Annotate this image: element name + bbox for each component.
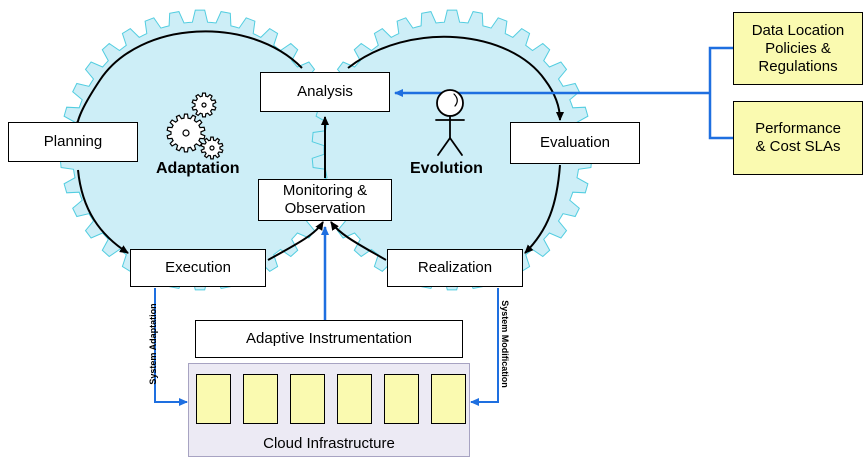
vm-box: [384, 374, 419, 424]
system-modification-label: System Modification: [500, 300, 510, 388]
evolution-cycle-arc-top: [347, 35, 564, 121]
vm-box: [243, 374, 278, 424]
adaptation-cycle-arc-top: [70, 30, 303, 131]
monitoring-label: Monitoring & Observation: [282, 182, 368, 217]
planning-label: Planning: [43, 133, 103, 150]
cloud-infrastructure-label: Cloud Infrastructure: [263, 435, 395, 452]
realization-to-cloud-arrow: [470, 288, 499, 406]
data-location-policies-box: Data Location Policies & Regulations: [733, 12, 863, 85]
vm-box: [337, 374, 372, 424]
realization-box: Realization: [387, 249, 523, 287]
evolution-label: Evolution: [410, 160, 483, 177]
evolution-cycle-arc-left: [330, 221, 387, 261]
execution-to-cloud-arrow: [154, 288, 188, 406]
cloud-infrastructure: Cloud Infrastructure: [188, 363, 470, 457]
vm-box: [196, 374, 231, 424]
gear-cluster-icon: [166, 92, 224, 160]
adaptive-instrumentation-box: Adaptive Instrumentation: [195, 320, 463, 358]
system-adaptation-label: System Adaptation: [148, 303, 158, 385]
person-icon: [435, 89, 465, 156]
performance-cost-sla-label: Performance & Cost SLAs: [755, 120, 841, 155]
performance-cost-sla-box: Performance & Cost SLAs: [733, 101, 863, 175]
evaluation-label: Evaluation: [539, 134, 611, 151]
execution-label: Execution: [165, 259, 231, 276]
data-location-policies-label: Data Location Policies & Regulations: [751, 21, 845, 75]
realization-label: Realization: [417, 259, 493, 276]
analysis-label: Analysis: [297, 83, 353, 100]
adaptation-cycle-arc-right: [267, 221, 324, 261]
analysis-box: Analysis: [260, 72, 390, 112]
adaptive-instrumentation-label: Adaptive Instrumentation: [246, 330, 412, 347]
adaptation-cycle-arc-bottom: [77, 169, 129, 254]
execution-box: Execution: [130, 249, 266, 287]
vm-box: [290, 374, 325, 424]
monitoring-box: Monitoring & Observation: [258, 179, 392, 221]
evolution-cycle-arc-bottom: [524, 164, 561, 254]
evaluation-box: Evaluation: [510, 122, 640, 164]
vm-box: [431, 374, 466, 424]
planning-box: Planning: [8, 122, 138, 162]
adaptation-label: Adaptation: [156, 160, 240, 177]
